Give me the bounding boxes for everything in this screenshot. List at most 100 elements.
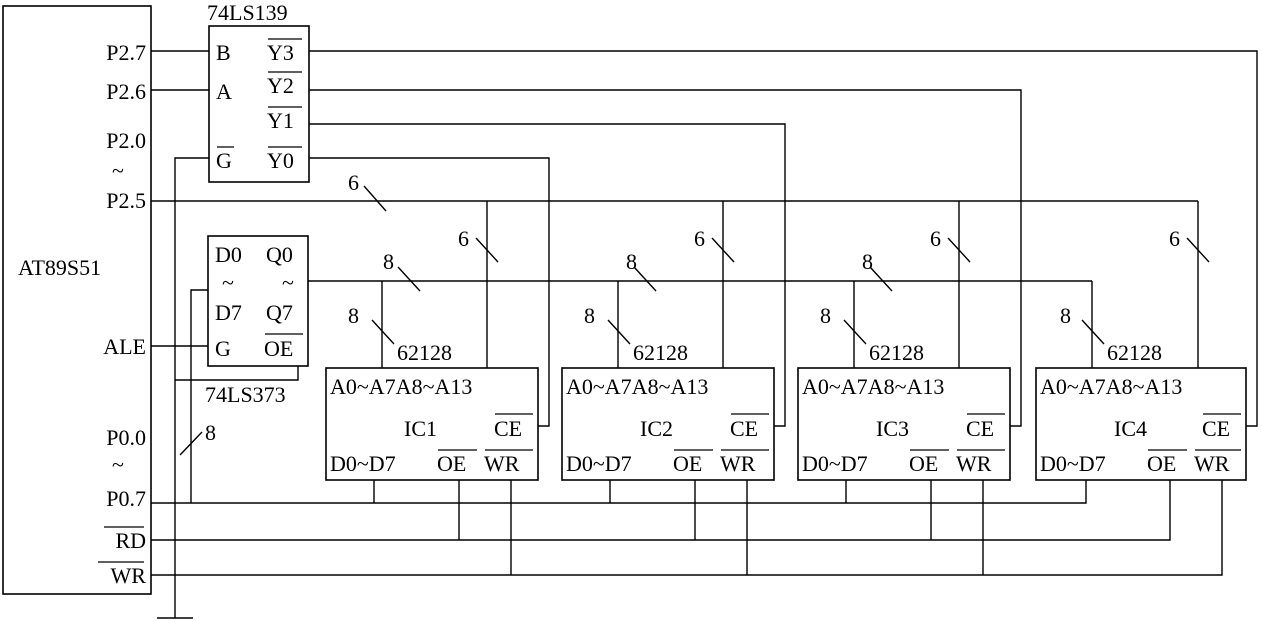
width-ha-ic3: 6 (930, 226, 941, 251)
latch-tilde-d: ~ (222, 270, 234, 295)
slash-la-ic4 (1081, 319, 1105, 345)
latch-pin-d7: D7 (215, 300, 242, 325)
decoder-pin-a: A (216, 79, 232, 104)
width-ha-ic1: 6 (458, 226, 469, 251)
mcu-range-tilde-p0: ~ (112, 452, 124, 477)
mcu-pin-p00: P0.0 (106, 425, 146, 450)
latch-pin-q0: Q0 (266, 242, 293, 267)
slash-ha-ic1 (475, 237, 499, 263)
chip-wr-ic2: WR (720, 451, 756, 476)
chip-wr-ic1: WR (484, 451, 520, 476)
slash-ha-ic4 (1186, 237, 1210, 263)
chip-oe-ic1: OE (437, 451, 466, 476)
bus-width-marks: 6 8 6 6 6 6 8 8 8 8 8 8 8 (179, 170, 1210, 456)
chip-type-ic4: 62128 (1107, 340, 1162, 365)
latch-74ls373: D0 ~ D7 Q0 ~ Q7 G OE 74LS373 (205, 235, 309, 407)
slash-high-main (363, 185, 387, 212)
width-ha-ic4: 6 (1169, 226, 1180, 251)
chip-type-ic1: 62128 (397, 340, 452, 365)
decoder-pin-b: B (216, 40, 231, 65)
wire-oe-ground (175, 366, 299, 381)
mcu-pin-ale: ALE (103, 334, 146, 359)
width-data-main: 8 (205, 420, 216, 445)
memory-chip-ic4: 62128 A0~A7A8~A13 IC4 CE D0~D7 OE WR (1035, 340, 1247, 481)
bus-data (151, 480, 1087, 504)
width-la-bus1: 8 (383, 249, 394, 274)
mcu-pin-p26: P2.6 (106, 79, 146, 104)
bus-wr (151, 480, 1223, 576)
bus-rd (151, 480, 1171, 541)
chip-label-ic4: IC4 (1114, 416, 1147, 441)
width-la-ic1: 8 (348, 303, 359, 328)
mcu-pin-p20: P2.0 (106, 128, 146, 153)
chip-label-ic2: IC2 (640, 416, 673, 441)
chip-body-ic1 (325, 367, 539, 481)
chip-data-ic1: D0~D7 (330, 451, 396, 476)
width-la-bus3: 8 (862, 249, 873, 274)
mcu-name: AT89S51 (18, 255, 101, 280)
mcu-body (2, 5, 152, 595)
mcu-range-tilde-p2: ~ (112, 158, 124, 183)
decoder-pin-y2: Y2 (267, 73, 294, 98)
width-la-ic2: 8 (584, 303, 595, 328)
decoder-74ls139: 74LS139 B A G Y3 Y2 Y1 Y0 (207, 0, 310, 183)
chip-wr-ic3: WR (956, 451, 992, 476)
latch-name: 74LS373 (205, 382, 286, 407)
slash-la-ic2 (607, 319, 631, 345)
slash-ha-ic2 (711, 237, 735, 263)
latch-pin-d0: D0 (215, 242, 242, 267)
chip-label-ic3: IC3 (876, 416, 909, 441)
wire-y2-ce3 (309, 89, 1022, 427)
wire-y0-ce1 (309, 157, 550, 427)
decoder-pin-y0: Y0 (267, 148, 294, 173)
slash-la-ic3 (843, 319, 867, 345)
chip-addr-ic2: A0~A7A8~A13 (566, 374, 708, 399)
width-high-main: 6 (348, 170, 359, 195)
latch-pin-oe: OE (264, 336, 293, 361)
latch-tilde-q: ~ (282, 270, 294, 295)
decoder-pin-g: G (216, 148, 232, 173)
slash-data-main (179, 431, 203, 456)
mcu-pin-p27: P2.7 (106, 40, 146, 65)
memory-chip-ic3: 62128 A0~A7A8~A13 IC3 CE D0~D7 OE WR (797, 340, 1011, 481)
chip-wr-ic4: WR (1194, 451, 1230, 476)
chip-data-ic3: D0~D7 (802, 451, 868, 476)
chip-body-ic3 (797, 367, 1011, 481)
wire-p0-latch-d (190, 289, 208, 503)
chip-type-ic2: 62128 (633, 340, 688, 365)
chip-label-ic1: IC1 (404, 416, 437, 441)
wire-g-ground (174, 157, 209, 618)
wiring (151, 50, 1258, 619)
chip-data-ic4: D0~D7 (1040, 451, 1106, 476)
chip-body-ic2 (561, 367, 775, 481)
slash-la-bus2 (633, 266, 657, 292)
wire-y3-ce4 (309, 50, 1258, 427)
width-ha-ic2: 6 (694, 226, 705, 251)
width-la-ic3: 8 (820, 303, 831, 328)
chip-addr-ic1: A0~A7A8~A13 (330, 374, 472, 399)
chip-body-ic4 (1035, 367, 1247, 481)
mcu-pin-rd: RD (115, 528, 146, 553)
chip-ce-ic4: CE (1202, 416, 1230, 441)
mcu-at89s51: AT89S51 P2.7 P2.6 P2.0 ~ P2.5 ALE P0.0 ~… (2, 5, 152, 595)
decoder-pin-y3: Y3 (267, 40, 294, 65)
slash-la-bus1 (397, 266, 421, 292)
chip-data-ic2: D0~D7 (566, 451, 632, 476)
width-la-ic4: 8 (1060, 303, 1071, 328)
mcu-pin-p07: P0.7 (106, 486, 146, 511)
latch-pin-g: G (215, 336, 231, 361)
slash-la-bus3 (869, 266, 893, 292)
chip-oe-ic4: OE (1147, 451, 1176, 476)
mcu-pin-p25: P2.5 (106, 188, 146, 213)
decoder-name: 74LS139 (207, 0, 288, 25)
chip-oe-ic2: OE (673, 451, 702, 476)
chip-addr-ic3: A0~A7A8~A13 (802, 374, 944, 399)
latch-body (207, 235, 309, 367)
chip-ce-ic3: CE (966, 416, 994, 441)
memory-chip-ic1: 62128 A0~A7A8~A13 IC1 CE D0~D7 OE WR (325, 340, 539, 481)
chip-type-ic3: 62128 (869, 340, 924, 365)
width-la-bus2: 8 (626, 249, 637, 274)
chip-addr-ic4: A0~A7A8~A13 (1040, 374, 1182, 399)
slash-ha-ic3 (947, 237, 971, 263)
latch-pin-q7: Q7 (266, 300, 293, 325)
